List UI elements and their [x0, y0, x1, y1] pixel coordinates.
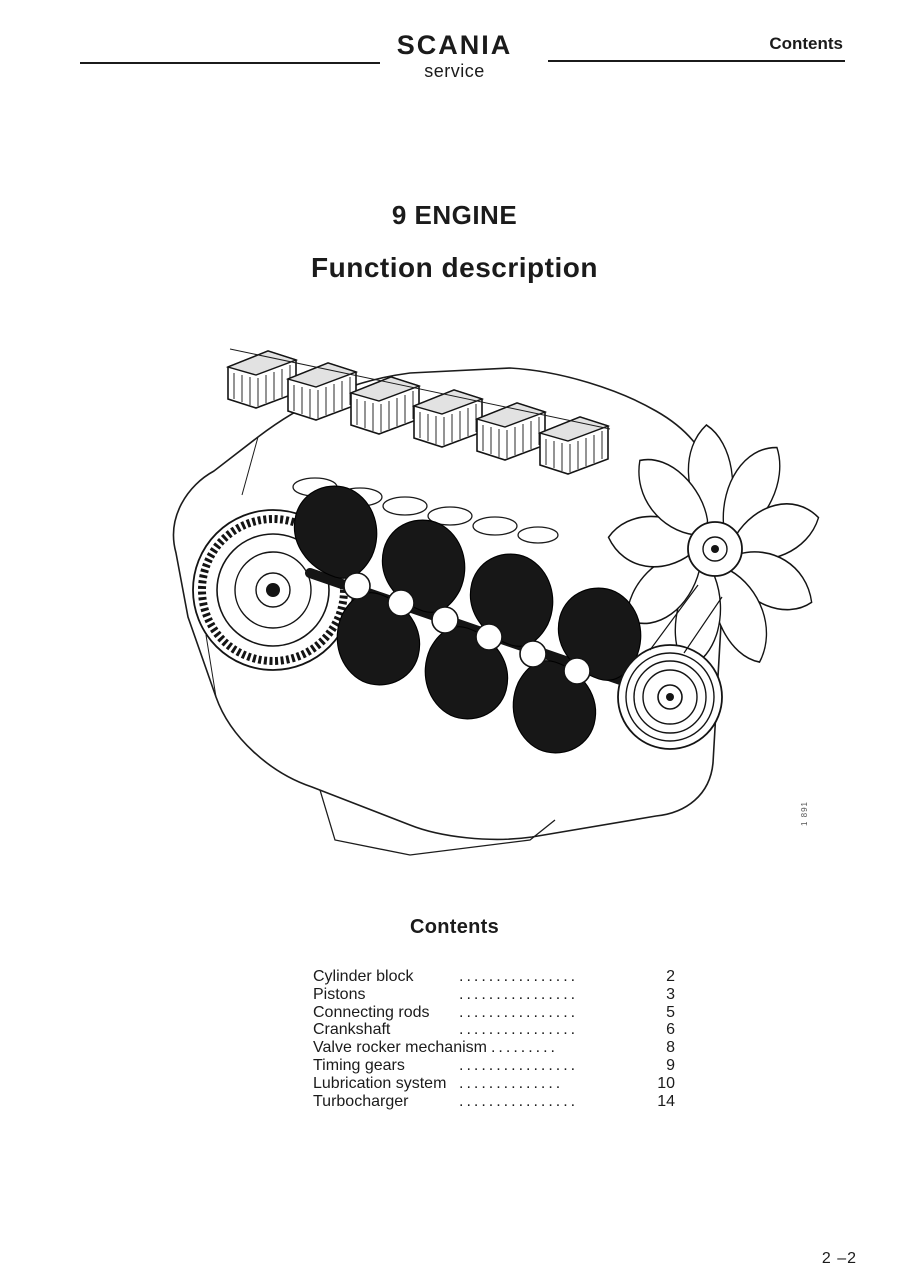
header-rule-left [80, 62, 380, 64]
page-title: 9 ENGINE [391, 200, 518, 230]
header-contents-label: Contents [769, 34, 843, 53]
contents-row: Turbocharger ................ 14 [313, 1093, 675, 1111]
contents-row: Valve rocker mechanism ......... 8 [313, 1039, 675, 1057]
engine-figure: 1 891 [110, 335, 825, 870]
contents-item-label: Timing gears [313, 1056, 405, 1074]
figure-side-label: 1 891 [799, 800, 809, 827]
contents-list: Cylinder block ................ 2 Piston… [313, 968, 675, 1110]
contents-item-label: Crankshaft [313, 1021, 391, 1039]
contents-item-page: 8 [666, 1039, 675, 1057]
contents-row: Pistons ................ 3 [313, 986, 675, 1004]
valve-covers [227, 348, 611, 475]
fan-icon [604, 424, 824, 677]
brand-logo: SCANIA [396, 30, 513, 60]
contents-item-page: 2 [666, 968, 675, 985]
contents-row: Timing gears ................ 9 [313, 1057, 675, 1075]
leader-dots: ................ [459, 968, 579, 985]
brand-block: SCANIA service [0, 30, 909, 81]
leader-dots: ................ [459, 1003, 579, 1021]
leader-dots: ................ [459, 1092, 579, 1110]
contents-item-label: Cylinder block [313, 968, 414, 985]
contents-item-label: Connecting rods [313, 1003, 430, 1021]
crankshaft [293, 485, 675, 754]
contents-item-page: 3 [666, 985, 675, 1003]
leader-dots: .............. [459, 1074, 564, 1092]
contents-row: Cylinder block ................ 2 [313, 968, 675, 986]
contents-row: Connecting rods ................ 5 [313, 1004, 675, 1022]
leader-dots: ................ [459, 1021, 579, 1039]
leader-dots: ......... [490, 1039, 558, 1057]
contents-item-label: Lubrication system [313, 1074, 447, 1092]
contents-item-page: 5 [666, 1003, 675, 1021]
contents-item-page: 14 [657, 1092, 675, 1110]
leader-dots: ................ [459, 985, 579, 1003]
contents-item-label: Pistons [313, 985, 366, 1003]
page-number: 2 –2 [821, 1250, 857, 1267]
crank-pulley [617, 584, 723, 750]
header-rule-right [548, 60, 845, 62]
contents-item-label: Valve rocker mechanism [313, 1039, 487, 1057]
contents-heading: Contents [409, 916, 500, 938]
contents-row: Crankshaft ................ 6 [313, 1021, 675, 1039]
engine-drawing [172, 348, 824, 856]
leader-dots: ................ [459, 1056, 579, 1074]
contents-item-page: 10 [657, 1074, 675, 1092]
contents-item-page: 6 [666, 1021, 675, 1039]
brand-sub-label: service [424, 61, 485, 81]
contents-row: Lubrication system .............. 10 [313, 1075, 675, 1093]
page-subtitle: Function description [311, 252, 598, 283]
contents-item-page: 9 [666, 1056, 675, 1074]
contents-item-label: Turbocharger [313, 1092, 409, 1110]
